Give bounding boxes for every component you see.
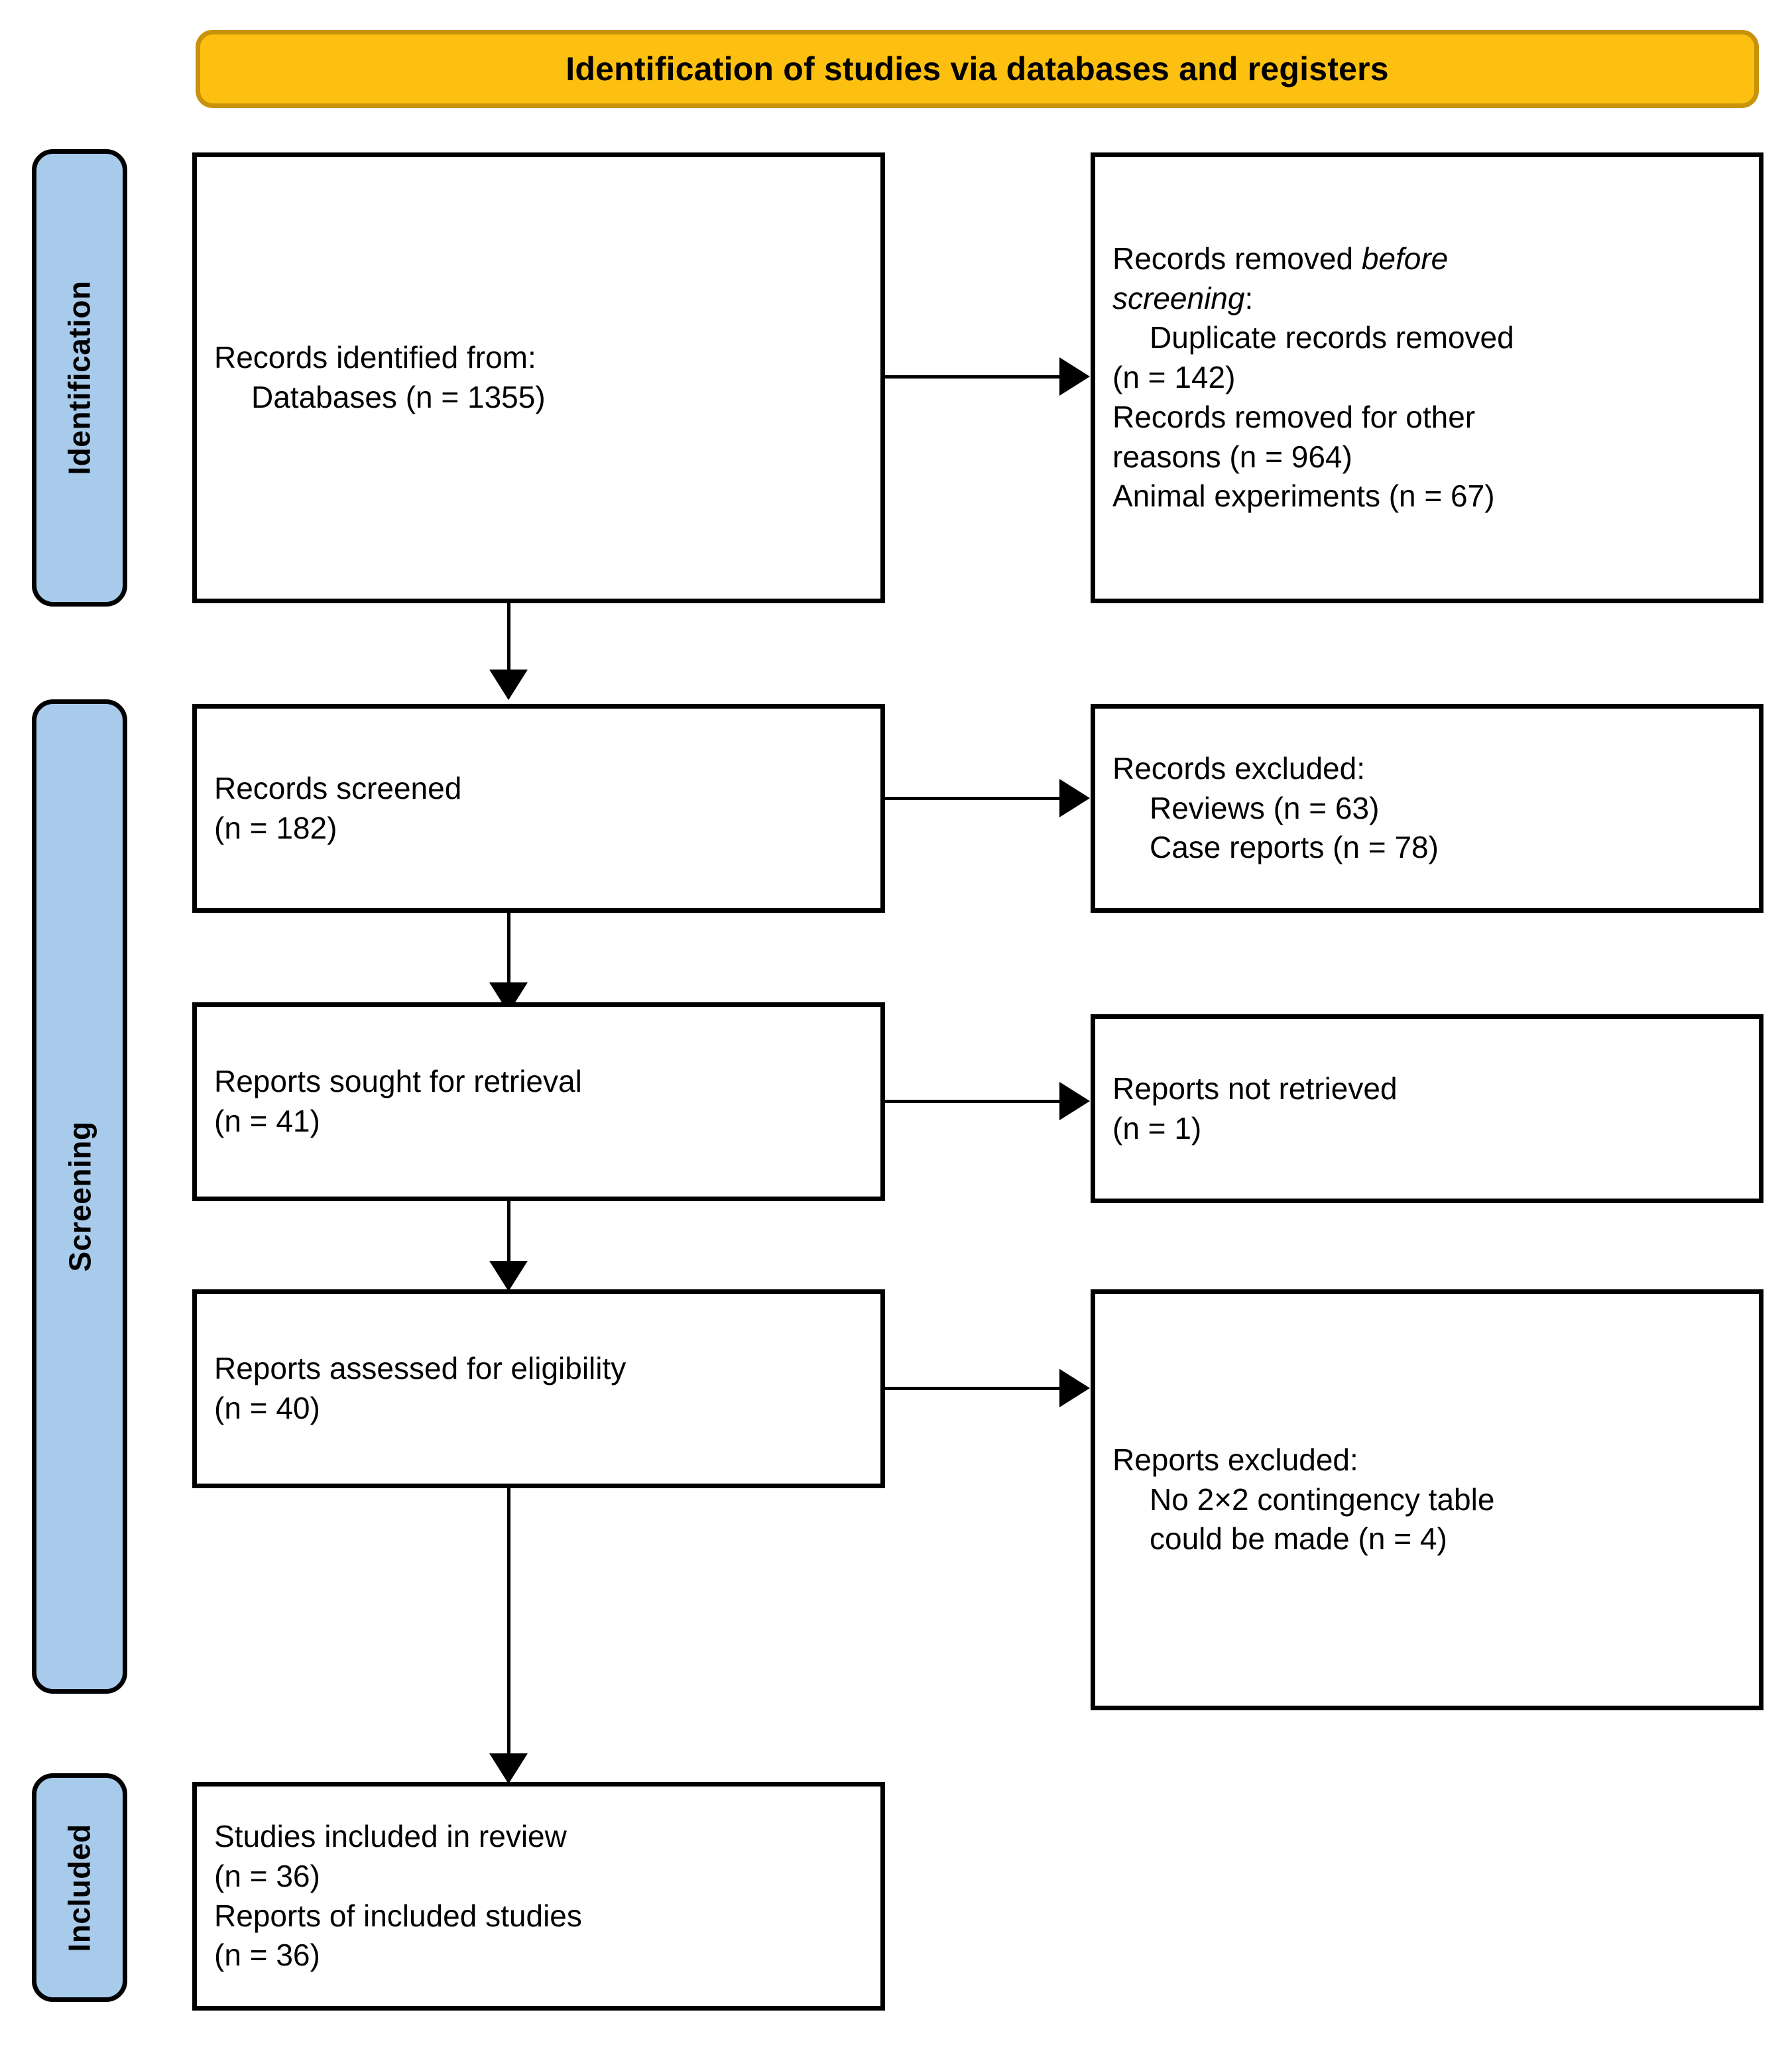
reports-excluded-line-2: No 2×2 contingency table	[1150, 1482, 1495, 1517]
box-reports-excluded: Reports excluded: No 2×2 contingency tab…	[1091, 1289, 1763, 1710]
stage-label-included: Included	[62, 1823, 97, 1952]
connector-assessed-to-excluded-arrow	[1059, 1369, 1090, 1407]
records-removed-line-4: (n = 142)	[1112, 360, 1236, 395]
studies-included-line-3: Reports of included studies	[214, 1898, 582, 1933]
box-records-excluded: Records excluded: Reviews (n = 63) Case …	[1091, 704, 1763, 913]
records-removed-line-6: reasons (n = 964)	[1112, 439, 1352, 474]
diagram-title: Identification of studies via databases …	[566, 50, 1389, 88]
diagram-header-banner: Identification of studies via databases …	[196, 30, 1759, 108]
records-removed-line-7: Animal experiments (n = 67)	[1112, 479, 1495, 514]
records-removed-line-5: Records removed for other	[1112, 399, 1476, 434]
records-excluded-line-1: Records excluded:	[1112, 750, 1365, 786]
reports-excluded-line-1: Reports excluded:	[1112, 1442, 1358, 1477]
connector-screened-to-excluded-arrow	[1059, 779, 1090, 817]
reports-not-retrieved-line-1: Reports not retrieved	[1112, 1071, 1398, 1106]
records-removed-line-1-text: Records removed	[1112, 241, 1362, 276]
stage-label-screening: Screening	[62, 1121, 97, 1272]
box-studies-included: Studies included in review (n = 36) Repo…	[192, 1782, 885, 2011]
connector-sought-to-assessed-line	[507, 1201, 510, 1264]
records-screened-line-2: (n = 182)	[214, 810, 337, 845]
studies-included-line-2: (n = 36)	[214, 1858, 320, 1893]
records-identified-line-2: Databases (n = 1355)	[251, 380, 546, 414]
records-identified-line-1: Records identified from:	[214, 340, 536, 375]
reports-sought-line-1: Reports sought for retrieval	[214, 1064, 582, 1099]
stage-bar-included: Included	[32, 1773, 127, 2002]
box-records-removed-before-screening: Records removed before screening: Duplic…	[1091, 152, 1763, 603]
connector-identified-to-removed-line	[885, 375, 1061, 379]
stage-bar-identification: Identification	[32, 149, 127, 607]
records-removed-line-2: screening:	[1112, 279, 1742, 319]
records-removed-line-3: Duplicate records removed	[1150, 320, 1514, 355]
box-records-screened: Records screened (n = 182)	[192, 704, 885, 913]
records-excluded-line-3: Case reports (n = 78)	[1150, 830, 1439, 865]
records-excluded-line-2: Reviews (n = 63)	[1150, 790, 1380, 825]
stage-label-identification: Identification	[62, 280, 97, 475]
connector-identified-to-screened-arrow	[489, 670, 528, 700]
records-removed-line-1-emphasis: before	[1361, 241, 1449, 276]
records-removed-line-2-emphasis: screening	[1112, 280, 1245, 316]
box-reports-not-retrieved: Reports not retrieved (n = 1)	[1091, 1014, 1763, 1203]
connector-assessed-to-included-arrow	[489, 1753, 528, 1784]
reports-sought-line-2: (n = 41)	[214, 1104, 320, 1138]
reports-excluded-line-3: could be made (n = 4)	[1150, 1521, 1447, 1556]
box-records-identified: Records identified from: Databases (n = …	[192, 152, 885, 603]
connector-screened-to-sought-line	[507, 913, 510, 986]
records-removed-line-2-text: :	[1244, 280, 1254, 316]
records-removed-line-1: Records removed before	[1112, 239, 1742, 279]
studies-included-line-4: (n = 36)	[214, 1938, 320, 1973]
stage-bar-screening: Screening	[32, 699, 127, 1694]
connector-sought-to-not-retrieved-line	[885, 1100, 1061, 1103]
connector-sought-to-assessed-arrow	[489, 1261, 528, 1291]
connector-identified-to-removed-arrow	[1059, 357, 1090, 396]
connector-assessed-to-excluded-line	[885, 1387, 1061, 1390]
box-reports-sought-for-retrieval: Reports sought for retrieval (n = 41)	[192, 1002, 885, 1201]
reports-not-retrieved-line-2: (n = 1)	[1112, 1110, 1202, 1145]
connector-sought-to-not-retrieved-arrow	[1059, 1082, 1090, 1120]
studies-included-line-1: Studies included in review	[214, 1818, 567, 1853]
box-reports-assessed-for-eligibility: Reports assessed for eligibility (n = 40…	[192, 1289, 885, 1488]
connector-identified-to-screened-line	[507, 603, 510, 673]
connector-screened-to-excluded-line	[885, 797, 1061, 800]
connector-assessed-to-included-line	[507, 1488, 510, 1757]
reports-assessed-line-1: Reports assessed for eligibility	[214, 1351, 627, 1386]
records-screened-line-1: Records screened	[214, 770, 462, 805]
reports-assessed-line-2: (n = 40)	[214, 1391, 320, 1425]
